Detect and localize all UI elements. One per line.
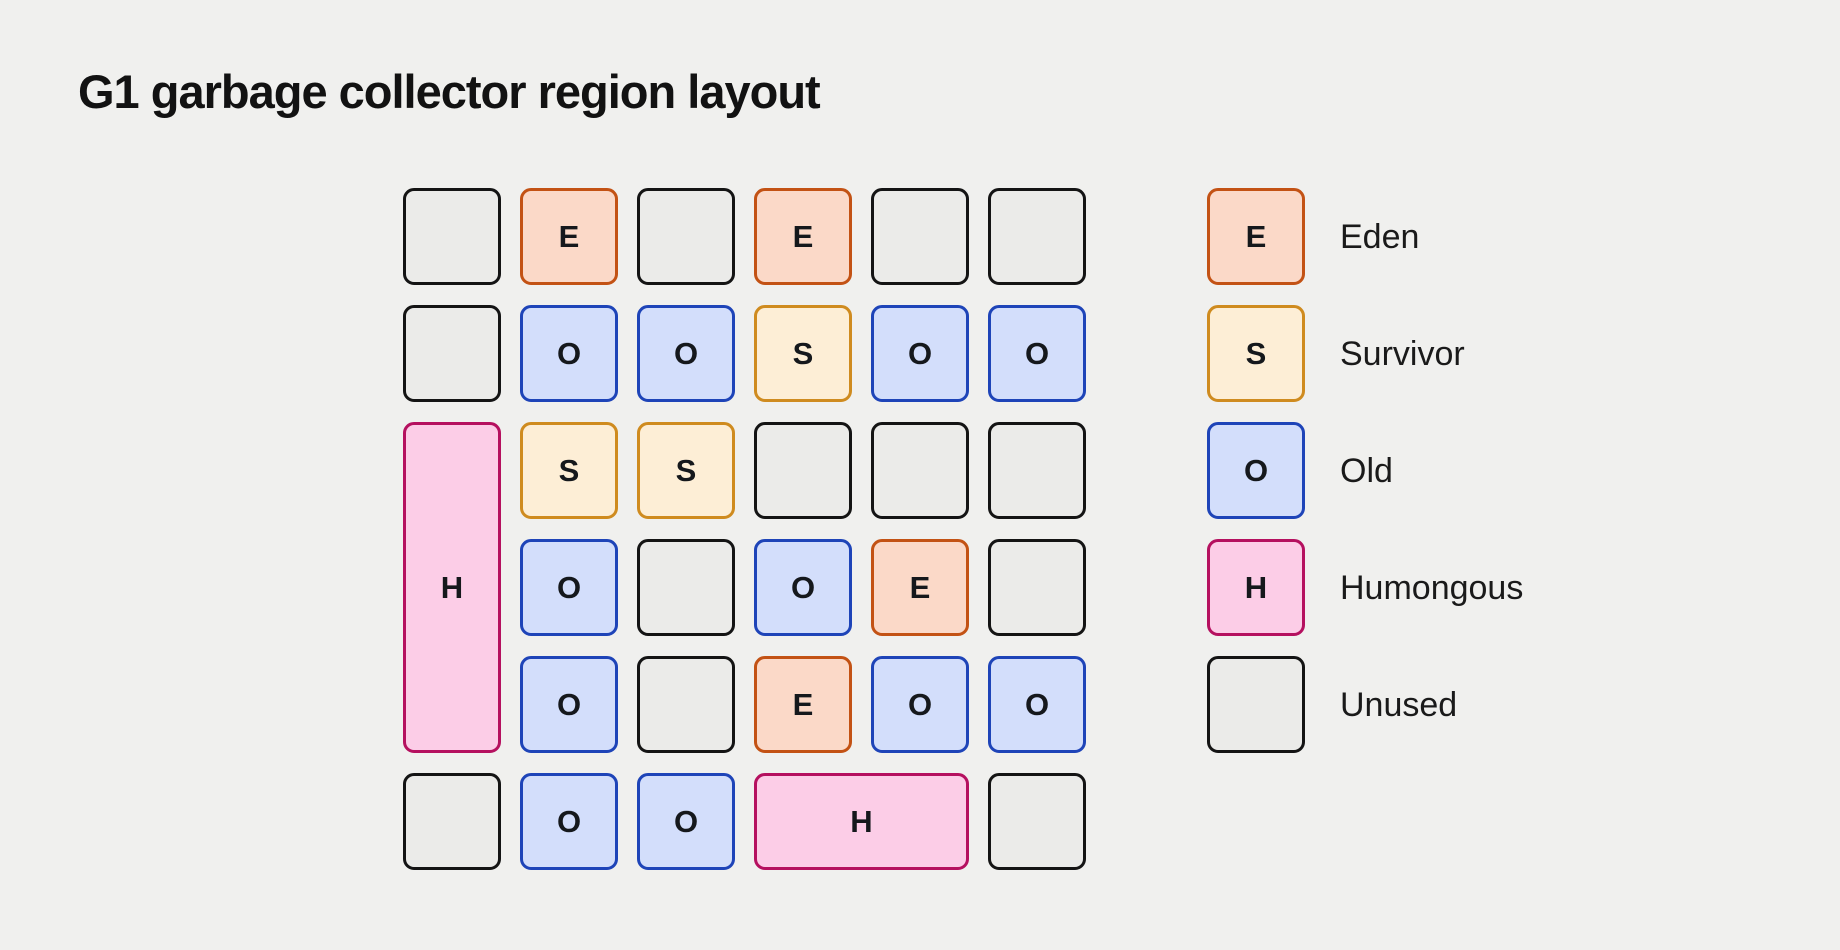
region-letter: O bbox=[556, 804, 582, 839]
region-letter: S bbox=[1245, 336, 1267, 371]
legend-label-humongous: Humongous bbox=[1340, 568, 1524, 607]
region-letter: S bbox=[558, 453, 580, 488]
grid-cell-unused bbox=[637, 188, 735, 285]
region-letter: O bbox=[790, 570, 816, 605]
region-letter: E bbox=[909, 570, 931, 605]
grid-cell-old: O bbox=[988, 656, 1086, 753]
region-letter: O bbox=[556, 687, 582, 722]
grid-cell-unused bbox=[754, 422, 852, 519]
grid-cell-old: O bbox=[520, 539, 618, 636]
region-letter: O bbox=[673, 336, 699, 371]
grid-cell-unused bbox=[637, 656, 735, 753]
region-letter: E bbox=[558, 219, 580, 254]
grid-cell-humongous: H bbox=[403, 422, 501, 753]
region-letter: S bbox=[792, 336, 814, 371]
region-letter: H bbox=[850, 804, 873, 839]
region-letter: O bbox=[556, 570, 582, 605]
grid-cell-eden: E bbox=[871, 539, 969, 636]
grid-cell-unused bbox=[403, 773, 501, 870]
legend-label-unused: Unused bbox=[1340, 685, 1458, 724]
region-letter: E bbox=[792, 219, 814, 254]
region-letter: E bbox=[792, 687, 814, 722]
grid-cell-humongous: H bbox=[754, 773, 969, 870]
grid-cell-old: O bbox=[871, 656, 969, 753]
grid-cell-survivor: S bbox=[754, 305, 852, 402]
grid-cell-eden: E bbox=[520, 188, 618, 285]
grid-cell-survivor: S bbox=[520, 422, 618, 519]
legend-swatch-eden: E bbox=[1207, 188, 1305, 285]
grid-cell-old: O bbox=[520, 773, 618, 870]
grid-cell-unused bbox=[988, 539, 1086, 636]
grid-cell-old: O bbox=[988, 305, 1086, 402]
grid-cell-old: O bbox=[520, 656, 618, 753]
region-letter: O bbox=[1243, 453, 1269, 488]
region-letter: S bbox=[675, 453, 697, 488]
legend-swatch-humongous: H bbox=[1207, 539, 1305, 636]
grid-cell-unused bbox=[871, 422, 969, 519]
region-letter: E bbox=[1245, 219, 1267, 254]
region-letter: O bbox=[1024, 336, 1050, 371]
page-title: G1 garbage collector region layout bbox=[78, 65, 821, 118]
region-letter: O bbox=[907, 336, 933, 371]
grid-cell-eden: E bbox=[754, 656, 852, 753]
region-letter: H bbox=[440, 570, 464, 605]
region-letter: O bbox=[907, 687, 933, 722]
region-letter: O bbox=[556, 336, 582, 371]
region-letter: H bbox=[1244, 570, 1268, 605]
grid-cell-old: O bbox=[871, 305, 969, 402]
grid-cell-unused bbox=[988, 188, 1086, 285]
region-letter: O bbox=[1024, 687, 1050, 722]
grid-cell-unused bbox=[871, 188, 969, 285]
legend-label-eden: Eden bbox=[1340, 217, 1420, 256]
legend-swatch-unused bbox=[1207, 656, 1305, 753]
grid-cell-old: O bbox=[520, 305, 618, 402]
legend-label-survivor: Survivor bbox=[1340, 334, 1465, 373]
grid-cell-eden: E bbox=[754, 188, 852, 285]
grid-cell-old: O bbox=[637, 773, 735, 870]
grid-cell-unused bbox=[637, 539, 735, 636]
grid-cell-unused bbox=[988, 773, 1086, 870]
grid-cell-unused bbox=[988, 422, 1086, 519]
legend-label-old: Old bbox=[1340, 451, 1393, 490]
legend-swatch-survivor: S bbox=[1207, 305, 1305, 402]
region-letter: O bbox=[673, 804, 699, 839]
grid-cell-unused bbox=[403, 188, 501, 285]
grid-cell-unused bbox=[403, 305, 501, 402]
legend-swatch-old: O bbox=[1207, 422, 1305, 519]
grid-cell-old: O bbox=[637, 305, 735, 402]
grid-cell-survivor: S bbox=[637, 422, 735, 519]
grid-cell-old: O bbox=[754, 539, 852, 636]
